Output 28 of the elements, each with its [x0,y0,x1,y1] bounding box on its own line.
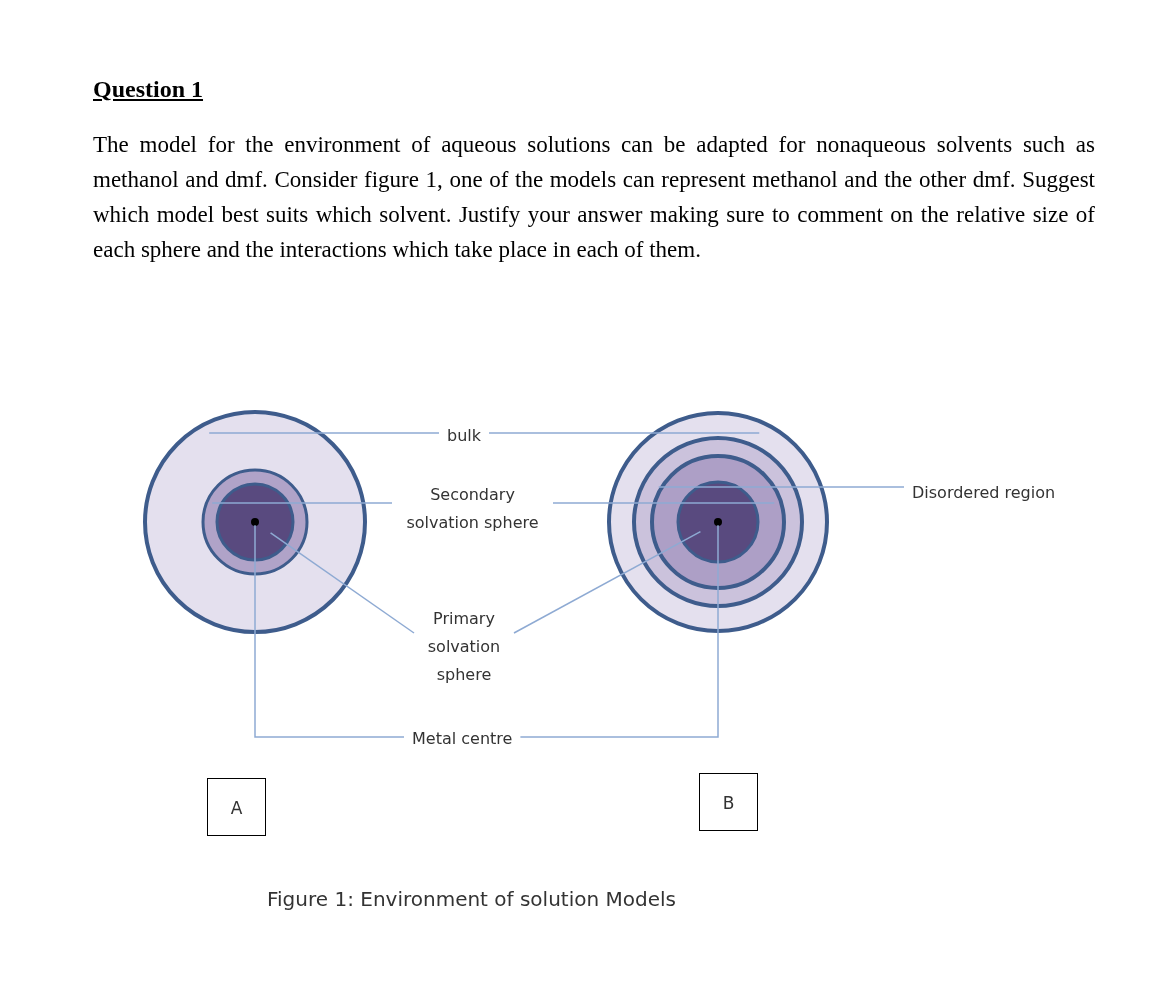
model-label-box: A [207,778,266,836]
leader-line [254,524,405,738]
question-heading: Question 1 [93,76,203,103]
leader-label: Secondary solvation sphere [400,481,545,537]
bulk-circle [143,410,367,634]
leader-line [657,486,905,488]
leader-line [552,502,776,504]
question-text: The model for the environment of aqueous solutions can be adapted for nonaqueous solvents such as methanol and dmf. Consider figure 1, one of the models can represent methanol and the other dmf. Suggest which model best suits which solvent. Justify your answer making sure to comment on the relative size of each sphere and the interactions which take place in each of them. [93,131,1095,264]
primary-sphere-disc [215,482,295,562]
leader-line [269,532,415,634]
leader-line [519,524,719,738]
metal-centre-dot [251,518,259,526]
leader-label: Disordered region [912,479,1056,507]
figure-caption: Figure 1: Environment of solution Models [267,887,676,911]
disordered-region-ring [632,436,804,608]
leader-label: bulk [447,422,481,450]
leader-line [211,502,393,504]
leader-label: Metal centre [412,725,513,753]
model-label-box: B [699,773,758,831]
leader-label: Primary solvation sphere [422,605,506,689]
secondary-sphere-ring [650,454,786,590]
bulk-circle [607,411,829,633]
leader-line [208,432,440,434]
primary-sphere-disc [676,480,760,564]
leader-line [513,530,702,634]
leader-line [488,432,760,434]
secondary-sphere-ring [201,468,309,576]
metal-centre-dot [714,518,722,526]
